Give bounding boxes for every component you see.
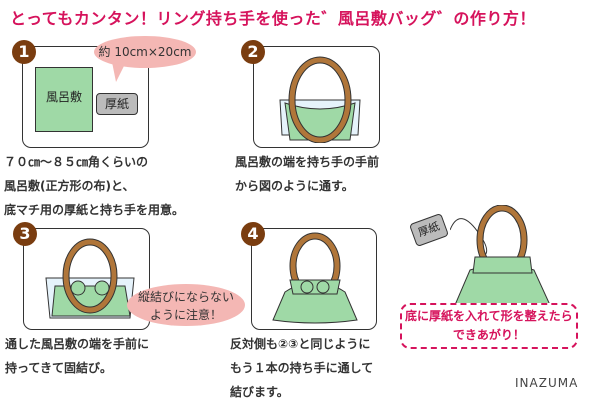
step-4-illustration <box>272 232 358 324</box>
finished-message: 底に厚紙を入れて形を整えたらできあがり！ <box>400 303 578 349</box>
cardboard-tag: 厚紙 <box>408 212 450 248</box>
bubble-tail <box>112 62 126 82</box>
size-bubble-text: 約 10cm×20cm <box>98 45 192 59</box>
finished-bag-illustration <box>450 205 551 310</box>
step-1-badge: 1 <box>12 40 36 64</box>
brand-logo: INAZUMA <box>515 376 579 390</box>
page-title: とってもカンタン！リング持ち手を使った゛風呂敷バッグ゛の作り方！ <box>10 9 536 28</box>
step-4-description: 反対側も②③と同じようにもう１本の持ち手に通して結びます。 <box>230 337 374 399</box>
caution-line-1: 縦結びにならない <box>137 290 234 304</box>
furoshiki-cloth: 風呂敷 <box>35 67 93 132</box>
caution-line-2: ように注意！ <box>149 308 222 322</box>
cardboard-tag-label: 厚紙 <box>416 219 442 240</box>
step-1-description: ７０㎝～８５㎝角くらいの風呂敷(正方形の布)と、底マチ用の厚紙と持ち手を用意。 <box>4 155 185 217</box>
step-3-badge: 3 <box>13 222 37 246</box>
step-3-illustration <box>45 238 135 319</box>
step-2-badge: 2 <box>241 40 265 64</box>
step-4-badge: 4 <box>241 222 265 246</box>
step-2-description: 風呂敷の端を持ち手の手前から図のように通す。 <box>235 155 380 193</box>
step-3-description: 通した風呂敷の端を手前に持ってきて固結び。 <box>5 337 150 375</box>
caution-bubble: 縦結びにならないように注意！ <box>127 284 245 326</box>
size-bubble: 約 10cm×20cm <box>94 36 196 68</box>
cardboard: 厚紙 <box>96 93 138 115</box>
step-2-illustration <box>279 56 361 143</box>
cloth-label: 風呂敷 <box>45 90 82 104</box>
cardboard-label: 厚紙 <box>104 97 129 111</box>
